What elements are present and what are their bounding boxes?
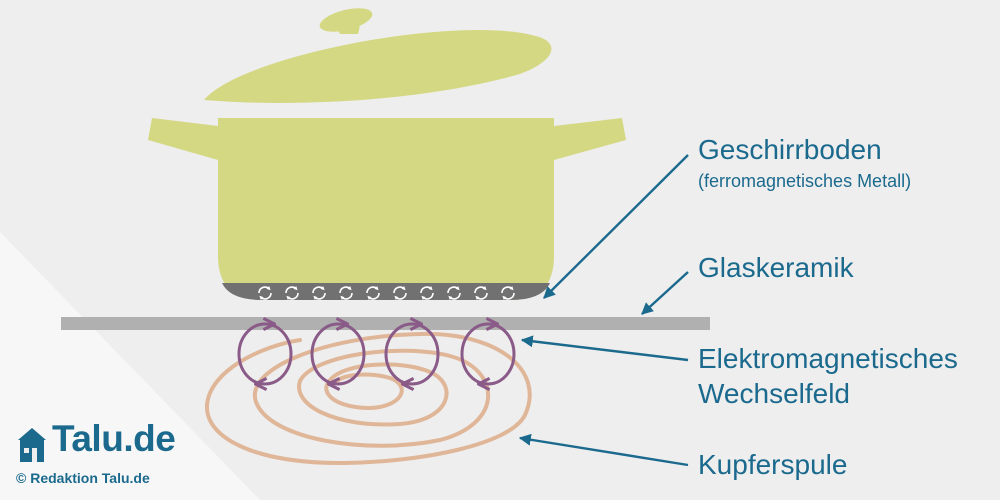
label-cookware-base-sub: (ferromagnetisches Metall) bbox=[698, 171, 912, 191]
arrow-field bbox=[520, 335, 689, 362]
pot-handle-right bbox=[554, 118, 626, 160]
label-glass-ceramic: Glaskeramik bbox=[698, 252, 854, 283]
eddy-current-arrow bbox=[286, 292, 299, 301]
electromagnetic-field bbox=[237, 324, 516, 384]
eddy-current-arrow bbox=[313, 292, 326, 301]
eddy-current-arrow bbox=[312, 285, 325, 294]
eddy-current-arrow bbox=[474, 285, 487, 294]
pot-handle-left bbox=[148, 118, 218, 160]
eddy-current-arrow bbox=[421, 292, 434, 301]
eddy-current-arrow bbox=[420, 285, 433, 294]
label-field-line2: Wechselfeld bbox=[698, 378, 851, 409]
label-copper-coil: Kupferspule bbox=[698, 449, 848, 480]
eddy-current-arrow bbox=[258, 285, 271, 294]
copper-coil bbox=[204, 331, 532, 466]
house-logo-icon bbox=[18, 428, 46, 462]
pot-base bbox=[222, 283, 550, 300]
credit-text: © Redaktion Talu.de bbox=[16, 470, 150, 486]
eddy-currents bbox=[258, 285, 515, 301]
glass-ceramic-plate bbox=[61, 317, 710, 330]
eddy-current-arrow bbox=[501, 285, 514, 294]
arrow-glass bbox=[641, 271, 689, 315]
eddy-current-arrow bbox=[340, 292, 353, 301]
arrow-coil bbox=[518, 433, 689, 467]
pot-lid bbox=[204, 8, 552, 103]
eddy-current-arrow bbox=[448, 292, 461, 301]
eddy-current-arrow bbox=[339, 285, 352, 294]
pointer-arrows bbox=[518, 154, 689, 467]
label-cookware-base: Geschirrboden bbox=[698, 134, 882, 165]
pot-body bbox=[218, 118, 554, 300]
eddy-current-arrow bbox=[367, 292, 380, 301]
eddy-current-arrow bbox=[259, 292, 272, 301]
cooking-pot bbox=[148, 8, 626, 301]
eddy-current-arrow bbox=[475, 292, 488, 301]
background-band bbox=[0, 232, 260, 500]
eddy-current-arrow bbox=[285, 285, 298, 294]
logo-text: Talu.de bbox=[52, 418, 176, 459]
eddy-current-arrow bbox=[393, 285, 406, 294]
lid-knob bbox=[319, 8, 373, 32]
label-field-line1: Elektromagnetisches bbox=[698, 343, 958, 374]
eddy-current-arrow bbox=[394, 292, 407, 301]
arrow-base bbox=[543, 154, 689, 299]
eddy-current-arrow bbox=[447, 285, 460, 294]
eddy-current-arrow bbox=[366, 285, 379, 294]
eddy-current-arrow bbox=[502, 292, 515, 301]
